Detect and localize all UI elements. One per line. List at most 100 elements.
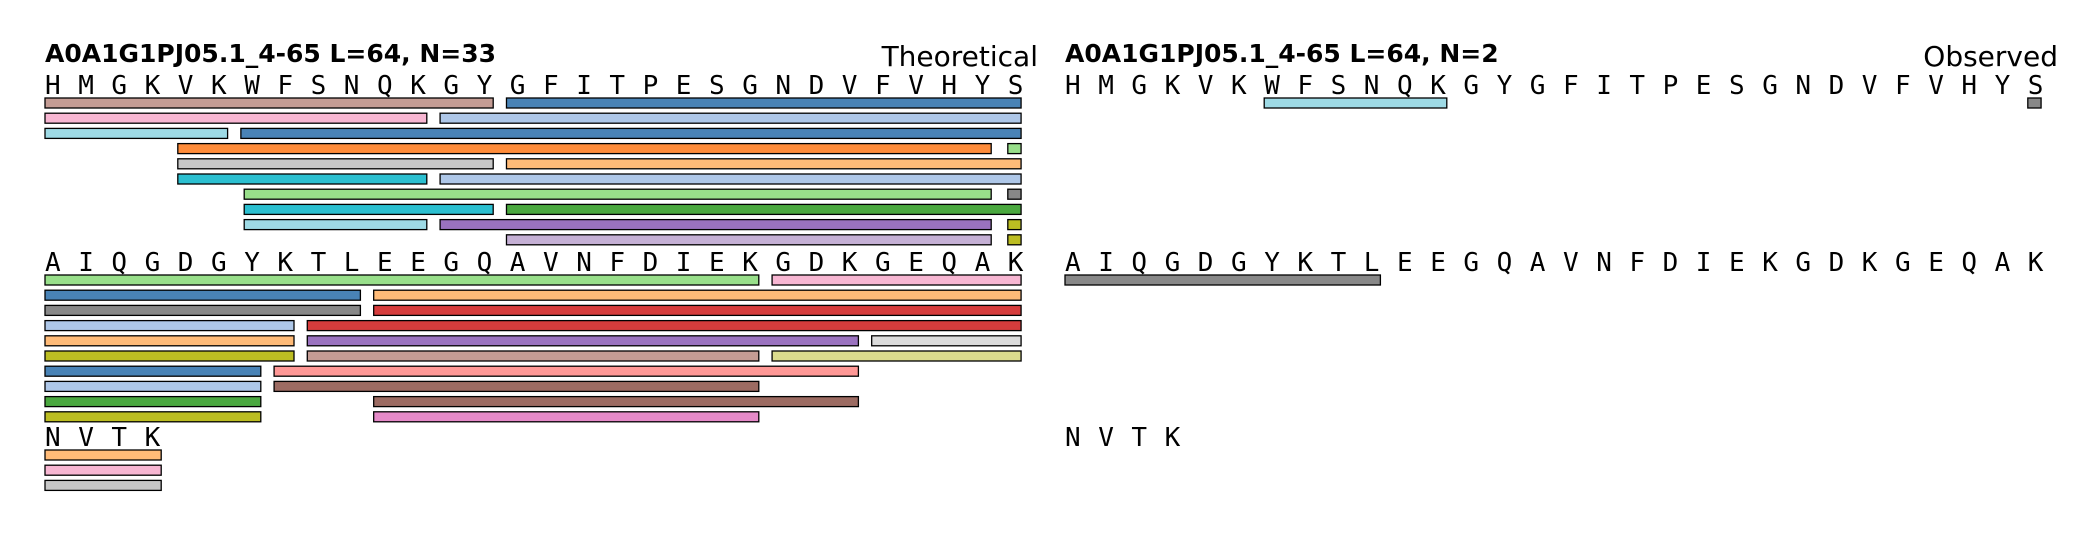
peptide-segment — [505, 158, 1022, 170]
peptide-segment — [1064, 274, 1382, 286]
peptide-segment — [273, 365, 860, 377]
residue-letter: A — [975, 248, 991, 278]
peptide-segment — [44, 274, 760, 286]
peptide-segment — [243, 218, 428, 231]
residue-letter: G — [1795, 248, 1811, 278]
residue-letter: A — [1995, 248, 2011, 278]
residue-letter: G — [1165, 248, 1181, 278]
residue-letter: K — [1297, 248, 1313, 278]
residue-letter: A — [45, 248, 61, 278]
residue-letter: G — [775, 248, 791, 278]
residue-letter: Q — [941, 248, 957, 278]
residue-letter: G — [1463, 248, 1479, 278]
peptide-segment — [44, 380, 262, 393]
peptide-segment — [44, 112, 428, 124]
residue-letter: V — [1862, 71, 1878, 101]
peptide-segment — [243, 188, 992, 200]
peptide-segment — [505, 203, 1022, 216]
residue-letter: I — [1098, 248, 1114, 278]
peptide-segment — [373, 289, 1022, 301]
residue-letter: L — [344, 248, 360, 278]
residue-letter: N — [1596, 248, 1612, 278]
residue-letter: Y — [244, 248, 260, 278]
residue-letter: I — [1696, 248, 1712, 278]
residue-letter: S — [1331, 71, 1347, 101]
residue-letter: G — [443, 71, 459, 101]
residue-letter: E — [1696, 71, 1712, 101]
residue-letter: G — [1762, 71, 1778, 101]
residue-letter: W — [1264, 71, 1280, 101]
residue-letter: H — [941, 71, 957, 101]
residue-letter: F — [1297, 71, 1313, 101]
peptide-segment — [1007, 142, 1022, 155]
residue-letter: Q — [377, 71, 393, 101]
peptide-segment — [1007, 234, 1022, 246]
residue-letter: S — [311, 71, 327, 101]
residue-letter: D — [809, 248, 825, 278]
residue-letter: H — [1065, 71, 1081, 101]
residue-letter: Y — [1497, 71, 1513, 101]
residue-letter: G — [211, 248, 227, 278]
residue-letter: K — [1862, 248, 1878, 278]
peptide-segment — [44, 304, 362, 317]
residue-letter: D — [1198, 248, 1214, 278]
peptide-segment — [177, 142, 992, 155]
residue-letter: D — [178, 248, 194, 278]
peptide-segment — [44, 464, 162, 476]
residue-letter: G — [1131, 71, 1147, 101]
residue-letter: V — [1928, 71, 1944, 101]
residue-letter: P — [1663, 71, 1679, 101]
residue-letter: Q — [1961, 248, 1977, 278]
residue-letter: V — [78, 423, 94, 453]
residue-letter: V — [178, 71, 194, 101]
panel-title: A0A1G1PJ05.1_4-65 L=64, N=33 — [45, 39, 496, 68]
residue-letter: G — [742, 71, 758, 101]
peptide-segment — [373, 411, 760, 423]
residue-letter: N — [344, 71, 360, 101]
residue-letter: N — [576, 248, 592, 278]
peptide-segment — [44, 127, 229, 140]
panel-title: A0A1G1PJ05.1_4-65 L=64, N=2 — [1065, 39, 1499, 68]
residue-letter: K — [1762, 248, 1778, 278]
peptide-segment — [273, 380, 760, 393]
peptide-segment — [439, 218, 992, 231]
residue-letter: I — [676, 248, 692, 278]
peptide-segment — [306, 319, 1022, 332]
peptide-segment — [44, 289, 362, 301]
peptide-segment — [373, 304, 1022, 317]
peptide-segment — [771, 274, 1022, 286]
residue-letter: K — [842, 248, 858, 278]
peptide-segment — [2027, 97, 2042, 109]
residue-letter: P — [643, 71, 659, 101]
residue-letter: K — [145, 423, 161, 453]
residue-letter: G — [510, 71, 526, 101]
theoretical-panel: A0A1G1PJ05.1_4-65 L=64, N=33 Theoretical… — [44, 39, 1038, 492]
residue-letter: G — [1895, 248, 1911, 278]
residue-letter: S — [2028, 71, 2044, 101]
residue-letter: G — [111, 71, 127, 101]
residue-letter: I — [78, 248, 94, 278]
peptide-segment — [505, 97, 1022, 109]
residue-letter: S — [1729, 71, 1745, 101]
residue-letter: T — [311, 248, 327, 278]
peptide-segment — [871, 335, 1022, 347]
residue-letter: A — [1530, 248, 1546, 278]
peptide-segment — [44, 97, 494, 109]
residue-letter: G — [1463, 71, 1479, 101]
residue-letter: Q — [1131, 248, 1147, 278]
residue-letter: A — [1065, 248, 1081, 278]
residue-letter: Y — [1995, 71, 2011, 101]
residue-letter: D — [1829, 71, 1845, 101]
residue-letter: V — [543, 248, 559, 278]
residue-letter: H — [1961, 71, 1977, 101]
panel-label: Observed — [1923, 40, 2058, 73]
residue-letter: S — [709, 71, 725, 101]
peptide-segment — [306, 335, 860, 347]
peptide-segment — [44, 479, 162, 492]
residue-letter: E — [1928, 248, 1944, 278]
peptide-segment — [505, 234, 992, 246]
